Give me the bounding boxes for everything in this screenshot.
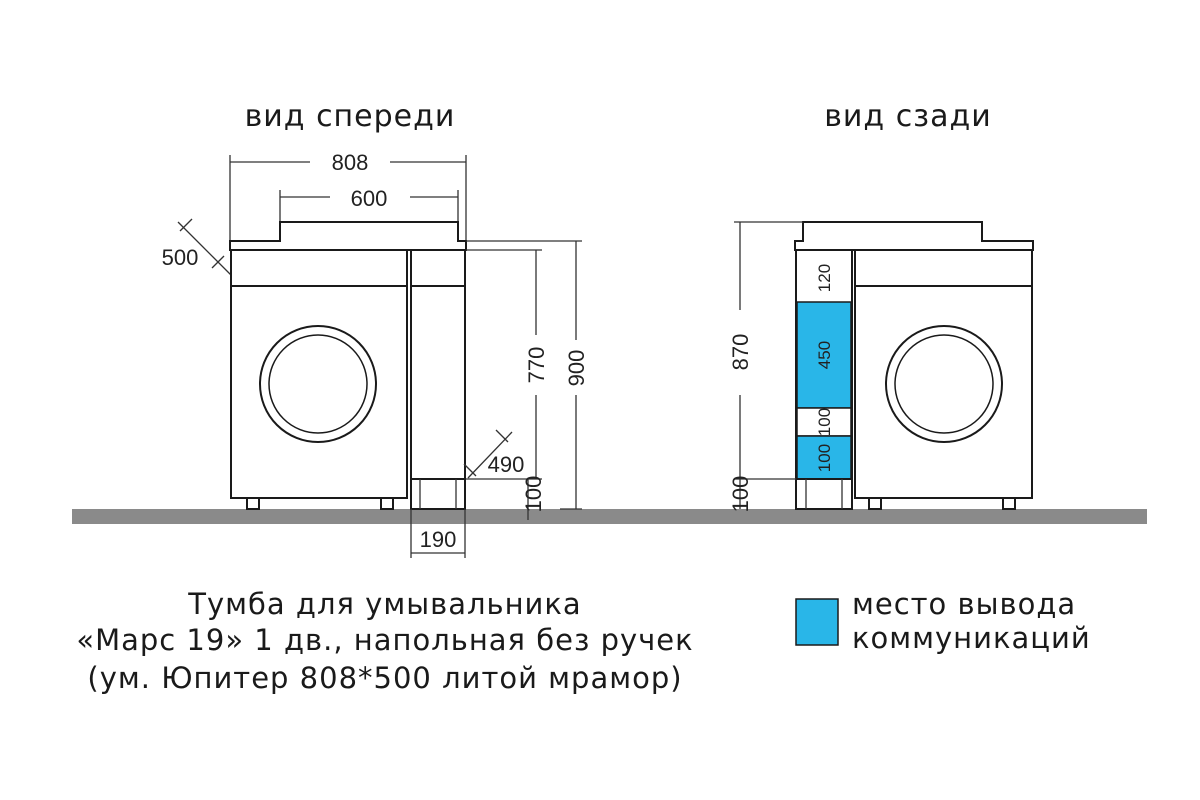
legend-line-2: коммуникаций	[852, 621, 1091, 655]
dimension-770: 770	[466, 249, 549, 480]
zone-100-white-label: 100	[815, 408, 834, 436]
front-view-title: вид спереди	[245, 99, 456, 134]
dim-808-label: 808	[332, 150, 369, 175]
dimension-870: 870	[728, 221, 803, 509]
zone-100-blue-label: 100	[815, 444, 834, 472]
dim-490-label: 490	[488, 452, 525, 477]
countertop-back	[794, 221, 1034, 251]
dim-leg-100-front-label: 100	[521, 476, 546, 513]
dimension-leg-100-back: 100	[728, 476, 753, 513]
caption-line-3: (ум. Юпитер 808*500 литой мрамор)	[87, 661, 682, 695]
dimension-600: 600	[279, 186, 459, 222]
caption-line-1: Тумба для умывальника	[187, 587, 581, 621]
floor	[72, 509, 1147, 524]
dimension-leg-100-front: 100	[521, 476, 546, 520]
washer-back-top-panel	[854, 249, 1033, 287]
zone-450-label: 450	[815, 341, 834, 369]
legend-line-1: место вывода	[852, 587, 1076, 621]
utility-zone-100-blue	[796, 435, 852, 480]
washer-foot-left	[246, 497, 260, 510]
washer-back-foot-right	[1002, 497, 1016, 510]
dimension-900: 900	[466, 240, 589, 510]
dim-900-label: 900	[564, 350, 589, 387]
cabinet-front-base	[410, 478, 466, 510]
dimension-808: 808	[229, 150, 467, 240]
dimension-500: 500	[162, 218, 233, 277]
cabinet-front-top-drawer	[410, 249, 466, 287]
dim-leg-100-back-label: 100	[728, 476, 753, 513]
dimension-190: 190	[410, 509, 466, 558]
washer-front-top-panel	[230, 249, 408, 287]
utility-zone-450	[796, 301, 852, 409]
cabinet-back-base	[795, 478, 853, 510]
dim-870-label: 870	[728, 334, 753, 371]
washer-foot-right	[380, 497, 394, 510]
washer-back-door-inner	[894, 334, 994, 434]
legend-swatch	[795, 598, 839, 646]
dim-770-label: 770	[524, 347, 549, 384]
caption-line-2: «Марс 19» 1 дв., напольная без ручек	[76, 623, 693, 657]
cabinet-front-door	[410, 285, 466, 480]
dimension-490: 490	[463, 429, 525, 479]
back-view-title: вид сзади	[824, 99, 992, 134]
utility-zone-100-white	[796, 407, 852, 437]
dim-190-label: 190	[420, 527, 457, 552]
washer-door-inner	[268, 334, 368, 434]
countertop-front	[229, 221, 467, 251]
dim-500-label: 500	[162, 245, 199, 270]
zone-120-label: 120	[815, 264, 834, 292]
washer-back-foot-left	[868, 497, 882, 510]
dim-600-label: 600	[351, 186, 388, 211]
